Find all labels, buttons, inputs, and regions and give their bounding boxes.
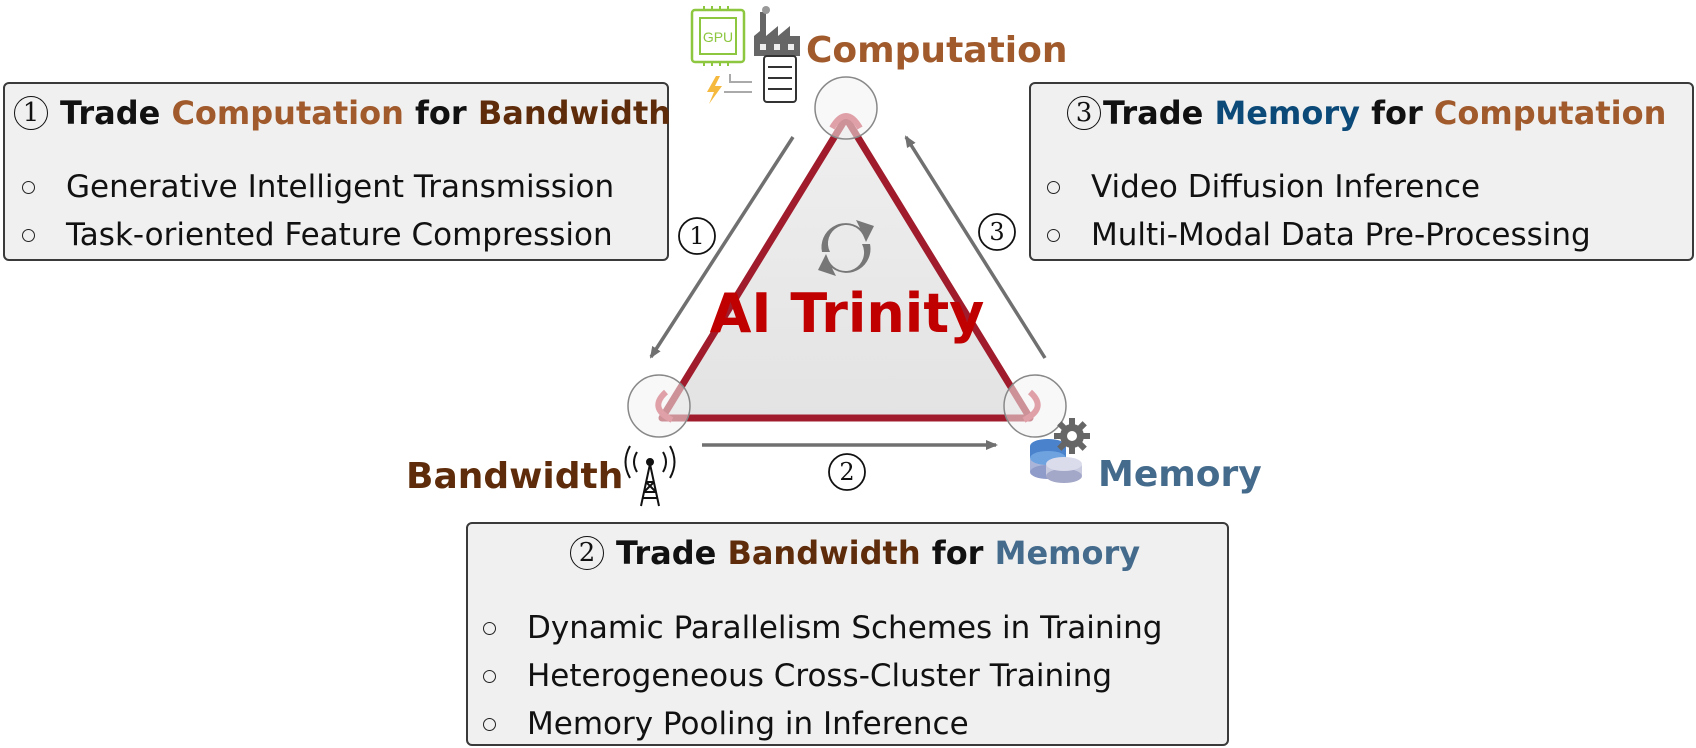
panel-3-title: 3 Trade Memory for Computation — [1067, 94, 1666, 132]
panel-trade-computation-for-bandwidth: 1 Trade Computation for Bandwidth Genera… — [3, 82, 671, 261]
panel-1-term-a: Computation — [171, 94, 404, 132]
node-label-memory: Memory — [1098, 454, 1262, 495]
panel-1-number: 1 — [14, 96, 48, 130]
arrow-1 — [649, 136, 795, 359]
panel-3-for: for — [1371, 94, 1423, 132]
refresh-cycle-icon — [818, 220, 874, 276]
triangle-shape — [658, 114, 1034, 422]
node-label-bandwidth: Bandwidth — [406, 456, 624, 497]
panel-2-term-b: Memory — [994, 534, 1141, 572]
panel-trade-memory-for-computation: 3 Trade Memory for Computation Video Dif… — [1029, 82, 1694, 261]
center-title: AI Trinity — [709, 282, 985, 345]
database-gear-icon — [1030, 418, 1090, 483]
arrow-3-num-text: 3 — [989, 218, 1005, 246]
panel-1-term-b: Bandwidth — [477, 94, 672, 132]
list-item: Multi-Modal Data Pre-Processing — [1047, 211, 1591, 259]
panel-3-number: 3 — [1067, 96, 1101, 130]
node-label-computation: Computation — [806, 30, 1068, 71]
arrow-2-label: 2 — [829, 454, 865, 490]
factory-icon — [754, 6, 800, 56]
panel-3-term-a: Memory — [1214, 94, 1360, 132]
panel-3-trade: Trade — [1103, 94, 1204, 132]
bullet-icon — [1047, 181, 1060, 194]
list-item: Heterogeneous Cross-Cluster Training — [483, 652, 1163, 700]
list-item: Video Diffusion Inference — [1047, 163, 1591, 211]
panel-1-title: 1 Trade Computation for Bandwidth — [14, 94, 671, 132]
panel-2-term-a: Bandwidth — [727, 534, 921, 572]
panel-2-title: 2 Trade Bandwidth for Memory — [570, 534, 1140, 572]
antenna-tower-icon — [624, 445, 676, 507]
panel-trade-bandwidth-for-memory: 2 Trade Bandwidth for Memory Dynamic Par… — [466, 522, 1229, 746]
list-item: Task-oriented Feature Compression — [22, 211, 614, 259]
bullet-icon — [22, 181, 35, 194]
panel-2-for: for — [931, 534, 984, 572]
panel-1-trade: Trade — [60, 94, 161, 132]
bullet-icon — [483, 670, 496, 683]
gpu-label: GPU — [703, 29, 733, 45]
arrow-2-number-ring — [828, 453, 866, 491]
panel-3-term-b: Computation — [1433, 94, 1667, 132]
arrow-3-number-ring — [978, 213, 1016, 251]
list-item: Memory Pooling in Inference — [483, 700, 1163, 748]
vertex-computation — [814, 76, 878, 140]
arrow-1-label: 1 — [679, 218, 715, 254]
arrow-1-number-ring — [678, 217, 716, 255]
bullet-icon — [22, 229, 35, 242]
panel-2-number: 2 — [570, 536, 604, 570]
list-item: Dynamic Parallelism Schemes in Training — [483, 604, 1163, 652]
arrow-2-num-text: 2 — [839, 458, 855, 486]
bullet-icon — [483, 622, 496, 635]
panel-3-list: Video Diffusion Inference Multi-Modal Da… — [1047, 163, 1591, 259]
server-icon — [763, 55, 797, 103]
arrow-3-label: 3 — [979, 214, 1015, 250]
bullet-icon — [483, 718, 496, 731]
lightning-icon — [707, 76, 722, 104]
list-item: Generative Intelligent Transmission — [22, 163, 614, 211]
panel-2-list: Dynamic Parallelism Schemes in Training … — [483, 604, 1163, 748]
arrow-3 — [904, 135, 1047, 359]
arrow-1-num-text: 1 — [689, 222, 705, 250]
panel-1-list: Generative Intelligent Transmission Task… — [22, 163, 614, 259]
panel-1-for: for — [415, 94, 467, 132]
gpu-chip-icon — [690, 6, 746, 66]
panel-2-trade: Trade — [616, 534, 717, 572]
bullet-icon — [1047, 229, 1060, 242]
